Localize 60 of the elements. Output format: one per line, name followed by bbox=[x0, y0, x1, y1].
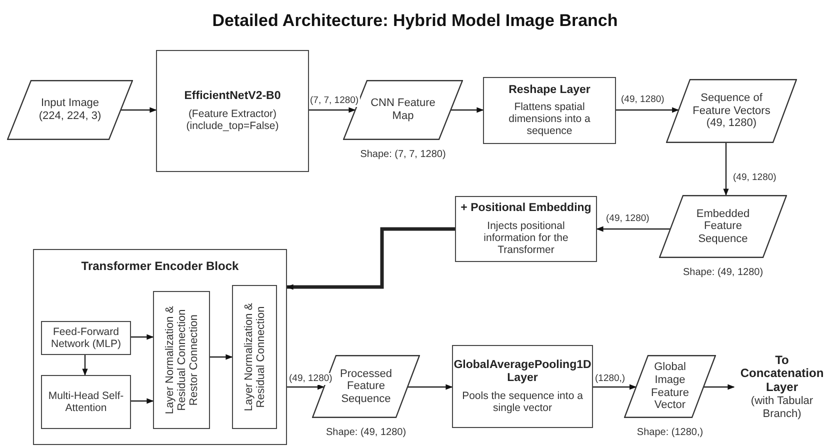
group-container bbox=[33, 249, 287, 445]
node-label: Global Image Feature Vector bbox=[650, 361, 690, 412]
arrow bbox=[121, 107, 157, 113]
shape-caption: Shape: (49, 1280) bbox=[682, 266, 764, 280]
arrow bbox=[451, 107, 484, 113]
process-box bbox=[41, 321, 131, 355]
group-title: Transformer Encoder Block bbox=[81, 259, 239, 273]
edge-label: (49, 1280) bbox=[605, 213, 650, 225]
node-title: Reshape Layer bbox=[508, 84, 590, 98]
arrow bbox=[309, 107, 356, 113]
node-label: (Feature Extractor) (include_top=False) bbox=[185, 108, 280, 132]
edge-label: (49, 1280) bbox=[732, 172, 778, 184]
arrow bbox=[131, 334, 154, 340]
node-label: To Concatenation Layer bbox=[739, 354, 825, 396]
arrow bbox=[593, 384, 636, 390]
node-label: Layer Normalization & Residual Connection bbox=[242, 302, 267, 414]
edge-label: (49, 1280) bbox=[288, 373, 334, 385]
arrow bbox=[723, 143, 729, 196]
data-parallelogram bbox=[624, 355, 716, 418]
node-label: Injects positional information for the Transformer bbox=[482, 220, 570, 256]
node-label: Sequence of Feature Vectors (49, 1280) bbox=[692, 92, 772, 130]
arrow bbox=[82, 355, 88, 376]
data-parallelogram bbox=[666, 79, 797, 143]
node-title: EfficientNetV2-B0 bbox=[184, 90, 281, 104]
node-label: Pools the sequence into a single vector bbox=[461, 390, 584, 414]
edge-label: (49, 1280) bbox=[620, 94, 666, 106]
process-box bbox=[483, 77, 616, 144]
edge-label: (7, 7, 1280) bbox=[309, 95, 360, 107]
data-parallelogram bbox=[659, 195, 787, 258]
arrow bbox=[131, 398, 154, 404]
process-box bbox=[232, 285, 277, 429]
node-label: Flattens spatial dimensions into a sequence bbox=[508, 101, 592, 138]
process-box bbox=[153, 291, 210, 429]
arrow bbox=[210, 354, 233, 360]
shape-caption: Shape: (49, 1280) bbox=[326, 426, 406, 440]
process-box bbox=[156, 50, 309, 172]
process-box bbox=[41, 375, 131, 429]
node-title: + Positional Embedding bbox=[460, 202, 592, 216]
node-label: Embedded Feature Sequence bbox=[695, 208, 751, 246]
process-box bbox=[452, 345, 593, 428]
shape-caption: Shape: (7, 7, 1280) bbox=[360, 148, 446, 162]
shape-caption: Shape: (1280,) bbox=[636, 426, 704, 440]
node-label: Layer Normalization & Residual Connection Restor Connection bbox=[163, 304, 200, 416]
arrow bbox=[286, 227, 455, 290]
diagram-title: Detailed Architecture: Hybrid Model Image Branch bbox=[212, 11, 618, 30]
arrow bbox=[287, 384, 324, 390]
node-label: Multi-Head Self-Attention bbox=[47, 390, 125, 414]
process-box bbox=[455, 196, 597, 262]
edge-label: (1280,) bbox=[594, 373, 626, 385]
data-parallelogram bbox=[7, 80, 133, 140]
arrow bbox=[616, 107, 680, 113]
node-label: Processed Feature Sequence bbox=[339, 368, 393, 406]
node-label: (with Tabular Branch) bbox=[750, 395, 814, 420]
arrow bbox=[408, 384, 453, 390]
node-label: Feed-Forward Network (MLP) bbox=[50, 326, 122, 350]
node-title: GlobalAveragePooling1D Layer bbox=[454, 359, 592, 386]
arrow bbox=[596, 226, 670, 232]
node-label: Input Image (224, 224, 3) bbox=[38, 97, 102, 123]
node-label: CNN Feature Map bbox=[370, 97, 436, 123]
arrow bbox=[704, 384, 735, 390]
